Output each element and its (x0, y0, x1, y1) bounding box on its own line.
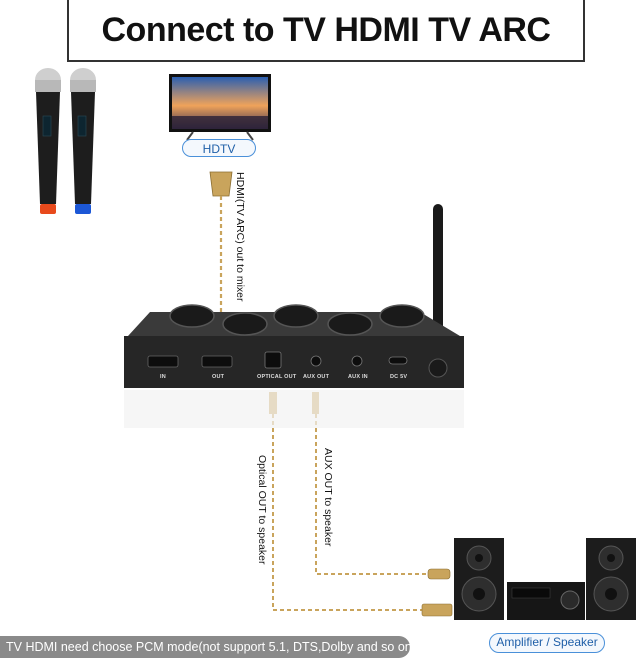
speaker-system-icon (454, 538, 636, 620)
speaker-label-pill: Amplifier / Speaker (489, 633, 605, 653)
wireless-microphones (35, 68, 96, 214)
aux-out-port (310, 355, 322, 367)
port-label-in: IN (160, 374, 166, 380)
hdtv-icon (169, 74, 271, 141)
left-speaker (454, 538, 504, 620)
page-title: Connect to TV HDMI TV ARC (101, 10, 552, 49)
pcm-mode-note: TV HDMI need choose PCM mode(not support… (0, 636, 416, 658)
dc-port (388, 356, 408, 365)
antenna-icon (433, 204, 443, 334)
tv-label: HDTV (202, 142, 236, 156)
title-banner: Connect to TV HDMI TV ARC (67, 0, 585, 62)
amplifier-unit (507, 582, 585, 620)
right-speaker (586, 538, 636, 620)
aux-in-port (351, 355, 363, 367)
tv-label-pill: HDTV (182, 139, 256, 157)
optical-out-port (264, 351, 282, 369)
microphone-left (35, 68, 61, 214)
microphone-right (70, 68, 96, 214)
optical-cable-label: Optical OUT to speaker (256, 455, 268, 565)
hdmi-in-port (147, 355, 179, 368)
port-label-out: OUT (212, 374, 225, 380)
aux-cable-label: AUX OUT to speaker (322, 448, 334, 547)
note-text: TV HDMI need choose PCM mode(not support… (6, 640, 416, 654)
port-label-aux-in: AUX IN (348, 374, 368, 380)
port-label-aux-out: AUX OUT (303, 374, 330, 380)
speaker-label: Amplifier / Speaker (496, 635, 598, 649)
karaoke-mixer (124, 204, 464, 428)
hdmi-out-port (201, 355, 233, 368)
port-label-dc: DC 5V (390, 374, 408, 380)
port-label-optical-out: OPTICAL OUT (257, 374, 297, 380)
port-labels: IN OUT OPTICAL OUT AUX OUT AUX IN DC 5V (120, 374, 480, 384)
